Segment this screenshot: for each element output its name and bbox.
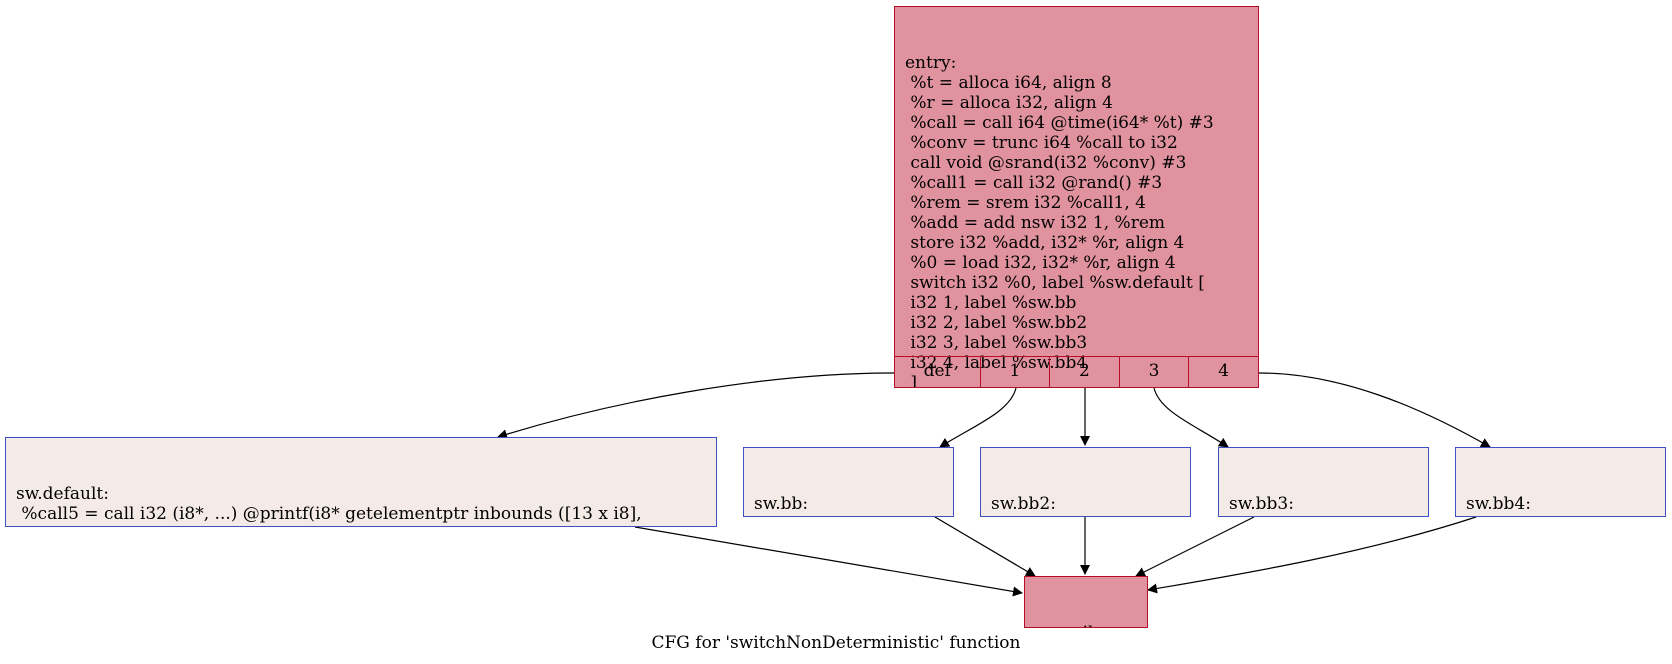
port-2: 2 [1050, 357, 1120, 387]
edge-entry-bb [939, 387, 1017, 448]
code-line: call void @g4() [1466, 514, 1655, 516]
sw-bb2-block: sw.bb2: call void @g2() br label %sw.epi… [980, 447, 1191, 517]
sw-bb-code: sw.bb: call void @g1() br label %sw.epil… [744, 488, 953, 516]
sw-bb4-block: sw.bb4: call void @g4() br label %sw.epi… [1455, 447, 1666, 517]
code-line: call void @g3() [1229, 514, 1418, 516]
sw-epilog-code: sw.epilog: ret void [1025, 617, 1147, 627]
code-line: sw.bb4: [1466, 494, 1531, 514]
port-4: 4 [1218, 361, 1230, 381]
code-line: %t = alloca i64, align 8 [905, 73, 1112, 93]
sw-bb3-block: sw.bb3: call void @g3() br label %sw.epi… [1218, 447, 1429, 517]
edge-bb4-epilog [1147, 516, 1477, 594]
sw-epilog-block: sw.epilog: ret void [1024, 576, 1148, 628]
code-line: ] [905, 373, 918, 388]
code-line: %call1 = call i32 @rand() #3 [905, 173, 1163, 193]
switch-ports: def 1 2 3 4 [895, 356, 1258, 387]
code-line: ... [13 x i8]* @.str.11, i64 0, i64 0)) [16, 524, 706, 526]
code-line: sw.bb2: [991, 494, 1056, 514]
code-line: sw.epilog: [1035, 623, 1137, 627]
code-line: i32 1, label %sw.bb [905, 293, 1077, 313]
edge-bb-epilog [934, 516, 1036, 577]
code-line: %r = alloca i32, align 4 [905, 93, 1113, 113]
code-line: switch i32 %0, label %sw.default [ [905, 273, 1205, 293]
edge-entry-default [497, 372, 895, 440]
code-line: store i32 %add, i32* %r, align 4 [905, 233, 1185, 253]
edge-bb3-epilog [1135, 516, 1255, 577]
code-line: call void @g2() [991, 514, 1180, 516]
code-line: sw.bb: [754, 494, 809, 514]
edge-entry-bb4 [1258, 372, 1491, 448]
code-line: entry: [905, 53, 957, 73]
sw-bb4-code: sw.bb4: call void @g4() br label %sw.epi… [1456, 488, 1665, 516]
code-line: i32 3, label %sw.bb3 [905, 333, 1088, 353]
sw-bb3-code: sw.bb3: call void @g3() br label %sw.epi… [1219, 488, 1428, 516]
code-line: %conv = trunc i64 %call to i32 [905, 133, 1178, 153]
port-3: 3 [1120, 357, 1190, 387]
code-line: sw.default: [16, 484, 109, 504]
diagram-caption: CFG for 'switchNonDeterministic' functio… [651, 633, 1021, 653]
entry-block-code: entry: %t = alloca i64, align 8 %r = all… [895, 47, 1258, 388]
code-line: %call5 = call i32 (i8*, ...) @printf(i8*… [16, 504, 642, 524]
code-line: %call = call i64 @time(i64* %t) #3 [905, 113, 1214, 133]
sw-bb2-code: sw.bb2: call void @g2() br label %sw.epi… [981, 488, 1190, 516]
sw-default-block: sw.default: %call5 = call i32 (i8*, ...)… [5, 437, 717, 527]
edge-default-epilog [634, 526, 1023, 597]
sw-bb-block: sw.bb: call void @g1() br label %sw.epil… [743, 447, 954, 517]
code-line: call void @g1() [754, 514, 943, 516]
sw-default-code: sw.default: %call5 = call i32 (i8*, ...)… [6, 478, 716, 526]
code-line: sw.bb3: [1229, 494, 1294, 514]
port-def: def [895, 357, 981, 387]
code-line: call void @srand(i32 %conv) #3 [905, 153, 1187, 173]
code-line: %add = add nsw i32 1, %rem [905, 213, 1165, 233]
code-line: %0 = load i32, i32* %r, align 4 [905, 253, 1176, 273]
edge-entry-bb3 [1153, 387, 1229, 448]
code-line: i32 4, label %sw.bb4 [905, 353, 1088, 373]
port-1: 1 [981, 357, 1051, 387]
entry-block: entry: %t = alloca i64, align 8 %r = all… [894, 6, 1259, 388]
code-line: i32 2, label %sw.bb2 [905, 313, 1088, 333]
code-line: %rem = srem i32 %call1, 4 [905, 193, 1146, 213]
